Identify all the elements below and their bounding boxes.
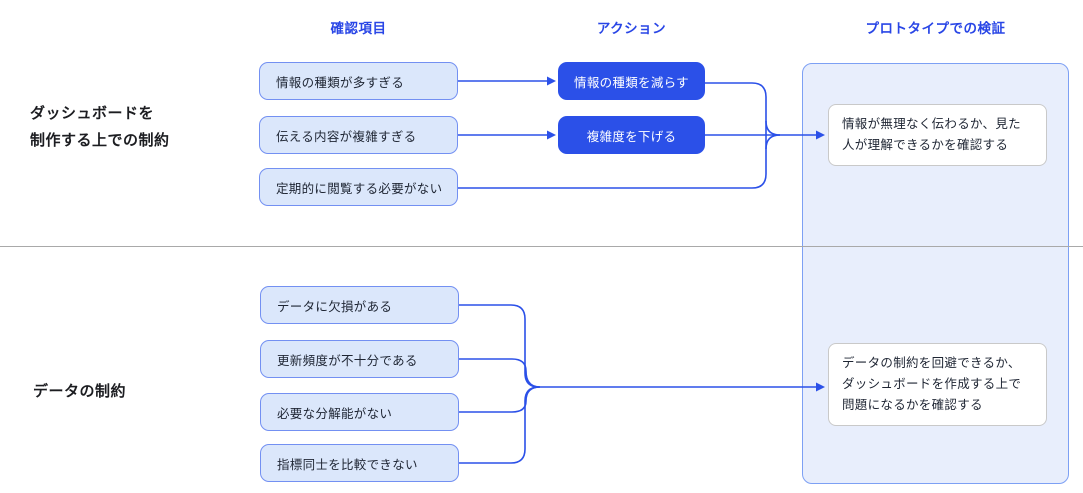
- validation-note: データの制約を回避できるか、ダッシュボードを作成する上で問題になるかを確認する: [828, 343, 1047, 426]
- validation-note: 情報が無理なく伝わるか、見た人が理解できるかを確認する: [828, 104, 1047, 166]
- check-item-box: データに欠損がある: [260, 286, 459, 324]
- check-item-box: 更新頻度が不十分である: [260, 340, 459, 378]
- check-item-box: 伝える内容が複雑すぎる: [259, 116, 458, 154]
- arrowhead-icon: [547, 76, 556, 86]
- check-item-box: 必要な分解能がない: [260, 393, 459, 431]
- connector-line: [459, 386, 540, 464]
- section-label-dashboard-constraints: ダッシュボードを 制作する上での制約: [30, 100, 170, 154]
- section-divider: [0, 246, 1083, 247]
- connector-line: [459, 358, 541, 388]
- column-header-action: アクション: [596, 21, 667, 36]
- action-box: 複雑度を下げる: [558, 116, 705, 154]
- action-box: 情報の種類を減らす: [558, 62, 705, 100]
- section-label-data-constraints: データの制約: [33, 378, 126, 405]
- section-label-line: データの制約: [33, 383, 127, 400]
- column-header-prototype-validation: プロトタイプでの検証: [865, 21, 1006, 36]
- connector-line: [765, 120, 781, 136]
- arrowhead-icon: [547, 130, 556, 140]
- check-item-box: 定期的に閲覧する必要がない: [259, 168, 458, 206]
- check-item-box: 情報の種類が多すぎる: [259, 62, 458, 100]
- column-header-check-items: 確認項目: [330, 21, 387, 36]
- check-item-box: 指標同士を比較できない: [260, 444, 459, 482]
- connector-line: [459, 304, 540, 388]
- section-label-line: 制作する上での制約: [30, 132, 170, 149]
- connector-line: [765, 134, 781, 150]
- section-label-line: ダッシュボードを: [30, 105, 155, 122]
- connector-line: [459, 386, 541, 413]
